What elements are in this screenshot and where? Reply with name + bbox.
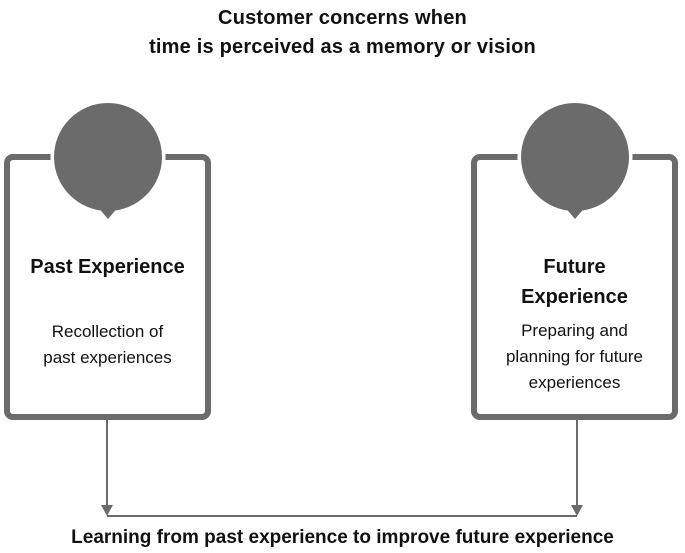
future-experience-title: Future Experience bbox=[521, 256, 628, 308]
title-line-1: Customer concerns when bbox=[218, 7, 467, 29]
future-arrowhead bbox=[571, 505, 583, 516]
past-arrowhead bbox=[101, 505, 113, 516]
title-line-2: time is perceived as a memory or vision bbox=[149, 36, 536, 58]
future-pin-icon bbox=[517, 99, 633, 219]
past-experience-card: Past Experience Recollection of past exp… bbox=[4, 154, 211, 420]
diagram-title: Customer concerns when time is perceived… bbox=[0, 4, 685, 62]
past-experience-description: Recollection of past experiences bbox=[43, 322, 172, 367]
learning-caption: Learning from past experience to improve… bbox=[71, 527, 614, 548]
future-experience-description: Preparing and planning for future experi… bbox=[505, 321, 644, 392]
past-pin-icon bbox=[50, 99, 166, 219]
past-experience-title: Past Experience bbox=[30, 256, 185, 278]
